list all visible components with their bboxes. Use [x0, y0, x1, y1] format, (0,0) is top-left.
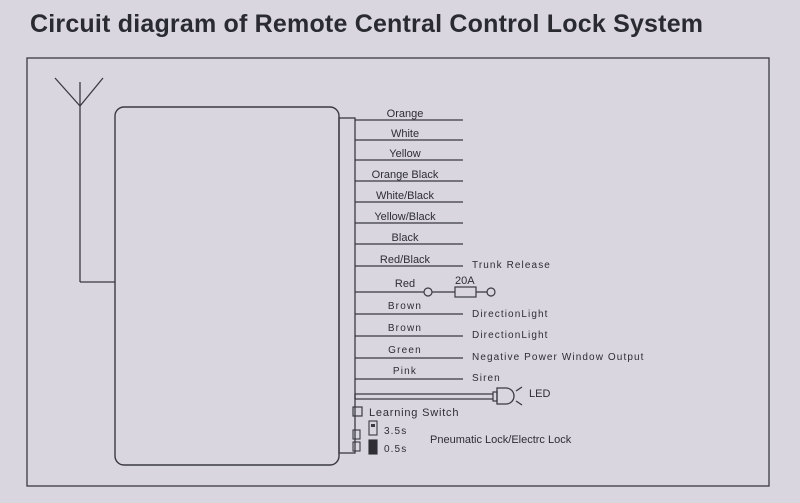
led-label: LED — [529, 388, 550, 400]
wire-label-brown-2: Brown — [388, 323, 422, 334]
connector-strip — [338, 117, 356, 454]
diagram-title: Circuit diagram of Remote Central Contro… — [30, 10, 704, 38]
wire-label-green: Green — [388, 345, 422, 356]
wire-label-orange-black: Orange Black — [372, 169, 439, 181]
fuse-rating: 20A — [455, 275, 475, 287]
timing-option-a: 3.5s — [384, 426, 407, 437]
diagram-frame — [26, 57, 770, 487]
fuse-icon — [454, 286, 477, 298]
wire-label-black: Black — [392, 232, 419, 244]
wire-label-white: White — [391, 128, 419, 140]
fuse-terminal-right — [486, 287, 496, 297]
function-trunk-release: Trunk Release — [472, 260, 551, 271]
learning-switch-label: Learning Switch — [369, 407, 459, 419]
fuse-terminal-left — [423, 287, 433, 297]
wire-label-red-black: Red/Black — [380, 254, 431, 266]
wire-label-red: Red — [395, 278, 415, 290]
timing-jumper-b-icon — [368, 439, 378, 455]
timing-switch-a-icon — [352, 429, 361, 440]
antenna-icon — [54, 77, 115, 283]
wire-label-pink: Pink — [393, 366, 417, 377]
timing-lock-label: Pneumatic Lock/Electrc Lock — [430, 434, 572, 446]
timing-jumper-a-icon — [368, 420, 378, 436]
function-direction-light-1: DirectionLight — [472, 309, 549, 320]
function-direction-light-2: DirectionLight — [472, 330, 549, 341]
function-negative-power-window: Negative Power Window Output — [472, 352, 645, 363]
wire-label-yellow: Yellow — [389, 148, 420, 160]
control-unit — [114, 106, 340, 466]
wire-label-yellow-black: Yellow/Black — [374, 211, 436, 223]
led-wire — [354, 391, 498, 402]
timing-option-b: 0.5s — [384, 444, 407, 455]
learning-switch-icon — [352, 406, 363, 417]
wire-label-orange: Orange — [387, 108, 424, 120]
led-icon — [496, 386, 523, 406]
timing-switch-b-icon — [352, 441, 361, 452]
wire-label-brown-1: Brown — [388, 301, 422, 312]
wire-label-white-black: White/Black — [376, 190, 435, 202]
function-siren: Siren — [472, 373, 501, 384]
wire-lines — [355, 119, 496, 380]
